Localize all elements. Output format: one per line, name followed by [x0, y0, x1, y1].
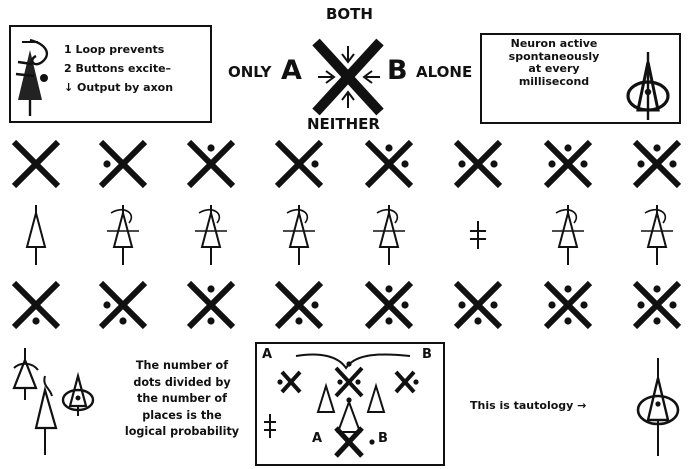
row-2-neuron-6 [470, 221, 486, 249]
net-label-a-bottom: A [312, 432, 322, 447]
row-3-dot-bottom [474, 317, 481, 324]
net-label-b-bottom: B [378, 432, 388, 447]
label-neither: NEITHER [307, 116, 380, 133]
row-3-dot-bottom [564, 317, 571, 324]
neuron-note-line-4: millisecond [498, 76, 610, 89]
row-3-cross-1 [14, 283, 58, 327]
row-3-dot-top [564, 285, 571, 292]
row-3-dot-bottom [32, 317, 39, 324]
row-1-dot-left [458, 160, 465, 167]
row-1-dot-right [311, 160, 318, 167]
row-1-dot-right [490, 160, 497, 167]
row-3-dot-right [401, 301, 408, 308]
neuron-note-line-1: Neuron active [498, 38, 610, 51]
row-3-cross-4 [277, 283, 321, 327]
net-diagram [264, 355, 419, 457]
row-3-dot-right [311, 301, 318, 308]
row-3-dot-top [207, 285, 214, 292]
neuron-note-text: Neuron active spontaneously at every mil… [498, 38, 610, 89]
row-1-dot-left [548, 160, 555, 167]
row-3-cross-8 [635, 283, 679, 327]
row-3-dot-bottom [385, 317, 392, 324]
row-1-cross-4 [277, 142, 321, 186]
row-1-cross-6 [456, 142, 500, 186]
row-3-dot-bottom [295, 317, 302, 324]
row-1-cross-1 [14, 142, 58, 186]
row-1-dot-right [580, 160, 587, 167]
net-label-b-top: B [422, 348, 432, 363]
net-label-a-top: A [262, 348, 272, 363]
legend-line-1: 1 Loop prevents [64, 44, 173, 63]
row-3-cross-3 [189, 283, 233, 327]
row-3-dot-left [637, 301, 644, 308]
row-1-cross-3 [189, 142, 233, 186]
row-2-neuron-4 [283, 205, 315, 265]
legend-neuron-icon [16, 40, 48, 116]
row-1-crosses [14, 142, 679, 186]
row-3-cross-5 [367, 283, 411, 327]
row-3-dot-right [580, 301, 587, 308]
tautology-neuron-icon [638, 358, 678, 456]
probability-line-5: logical probability [113, 424, 251, 441]
row-2-neuron-7 [552, 205, 584, 265]
row-3-dot-left [103, 301, 110, 308]
row-3-dot-top [653, 285, 660, 292]
row-1-dot-right [401, 160, 408, 167]
row-2-neurons [27, 205, 673, 265]
legend-line-2: 2 Buttons excite– [64, 63, 173, 82]
probability-line-2: dots divided by [113, 375, 251, 392]
row-3-cross-7 [546, 283, 590, 327]
row-1-dot-right [669, 160, 676, 167]
row-3-cross-6 [456, 283, 500, 327]
label-both: BOTH [326, 6, 373, 23]
row-2-neuron-5 [373, 205, 405, 265]
row-2-neuron-1 [27, 205, 45, 265]
row-1-cross-8 [635, 142, 679, 186]
row-3-cross-2 [101, 283, 145, 327]
row-3-dot-right [490, 301, 497, 308]
row-1-dot-left [637, 160, 644, 167]
row-2-neuron-8 [641, 205, 673, 265]
row-3-dot-bottom [207, 317, 214, 324]
probability-line-3: the number of [113, 391, 251, 408]
row-1-cross-7 [546, 142, 590, 186]
row-3-dot-right [669, 301, 676, 308]
probability-note: The number of dots divided by the number… [113, 358, 251, 441]
row-1-cross-2 [101, 142, 145, 186]
tautology-note: This is tautology → [470, 400, 586, 413]
row-2-neuron-3 [195, 205, 227, 265]
row-3-dot-left [548, 301, 555, 308]
label-alone: ALONE [416, 64, 472, 81]
row-3-dot-top [385, 285, 392, 292]
row-1-dot-top [207, 144, 214, 151]
row-2-neuron-2 [107, 205, 139, 265]
venn-cross [316, 42, 380, 112]
probability-line-1: The number of [113, 358, 251, 375]
row-3-dot-bottom [119, 317, 126, 324]
row-3-crosses [14, 283, 679, 327]
label-only: ONLY [228, 64, 271, 81]
row-1-dot-top [564, 144, 571, 151]
row-1-dot-left [103, 160, 110, 167]
neuron-cluster-icon [14, 348, 93, 455]
legend-line-3: ↓ Output by axon [64, 82, 173, 101]
row-1-dot-top [653, 144, 660, 151]
probability-line-4: places is the [113, 408, 251, 425]
row-1-dot-top [385, 144, 392, 151]
label-b: B [387, 55, 408, 86]
legend-text: 1 Loop prevents 2 Buttons excite– ↓ Outp… [64, 44, 173, 101]
row-3-dot-bottom [653, 317, 660, 324]
row-1-cross-5 [367, 142, 411, 186]
label-a: A [281, 55, 302, 86]
row-3-dot-left [458, 301, 465, 308]
spontaneous-neuron-icon [628, 52, 668, 120]
